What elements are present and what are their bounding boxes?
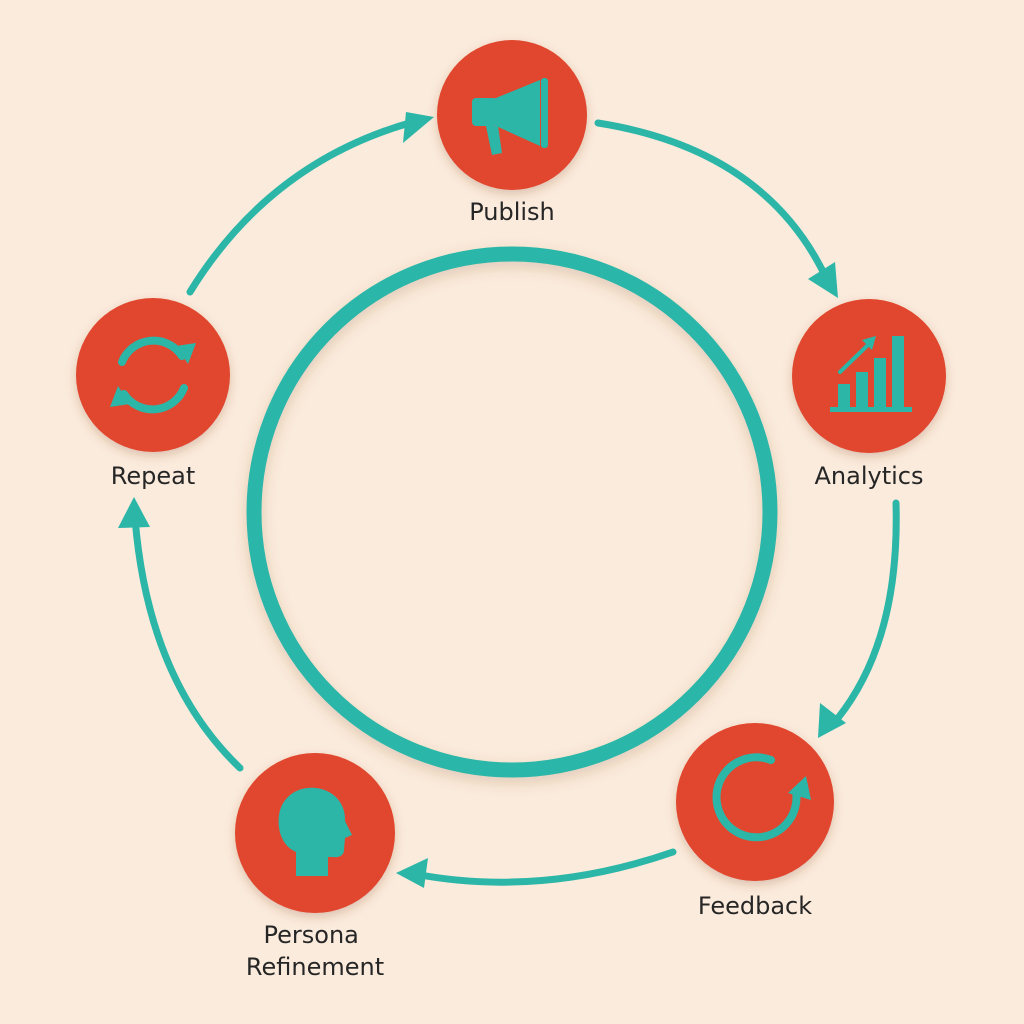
arrow-feedback-to-persona <box>411 848 677 886</box>
megaphone-icon <box>472 78 548 155</box>
arrowhead-to-feedback <box>818 703 846 738</box>
arrowhead-to-analytics <box>808 262 838 298</box>
step-label-analytics-line: Analytics <box>815 462 924 490</box>
bar-chart-icon <box>830 336 912 412</box>
arrow-repeat-to-publish <box>186 118 417 296</box>
arrow-persona-to-repeat <box>131 514 244 772</box>
step-label-feedback-line: Feedback <box>698 892 812 920</box>
step-repeat: Repeat <box>76 298 230 490</box>
step-label-persona-refinement: Persona Refinement <box>246 921 384 981</box>
arrow-publish-to-analytics <box>594 119 832 286</box>
step-analytics: Analytics <box>792 299 946 490</box>
step-label-analytics: Analytics <box>815 462 924 490</box>
step-publish: Publish <box>437 40 587 226</box>
step-label-publish: Publish <box>469 198 555 226</box>
arrow-analytics-to-feedback <box>834 499 900 722</box>
head-profile-icon <box>278 787 352 876</box>
step-persona-refinement: Persona Refinement <box>235 753 395 981</box>
circular-arrow-icon <box>712 753 811 842</box>
arrowhead-to-publish <box>403 112 434 143</box>
step-label-publish-line: Publish <box>469 198 555 226</box>
step-label-repeat: Repeat <box>111 462 195 490</box>
step-feedback: Feedback <box>676 723 834 920</box>
center-ring <box>246 246 778 778</box>
cycle-connectors <box>131 118 900 886</box>
step-label-repeat-line: Repeat <box>111 462 195 490</box>
step-label-feedback: Feedback <box>698 892 812 920</box>
step-label-persona-line-1: Persona <box>264 921 359 949</box>
arrowhead-to-repeat <box>118 497 150 528</box>
cycle-arrowheads <box>118 112 846 888</box>
step-label-persona-line-2: Refinement <box>246 953 384 981</box>
arrowhead-to-persona <box>396 858 428 888</box>
refresh-icon <box>110 336 196 414</box>
